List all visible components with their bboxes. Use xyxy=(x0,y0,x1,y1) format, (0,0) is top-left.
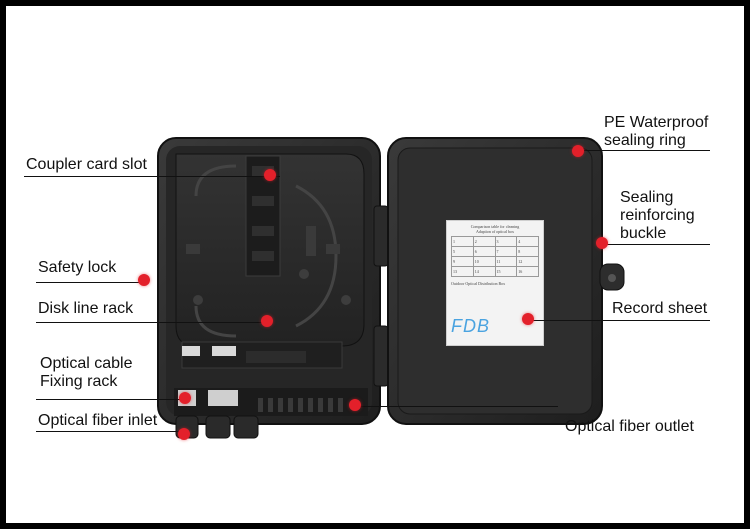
record-title-1: Comparison table for cleaning xyxy=(470,224,520,229)
label-cable-fixing-2: Fixing rack xyxy=(40,373,118,390)
label-buckle-1: Sealing xyxy=(620,189,674,206)
leader-safety-lock xyxy=(36,282,146,283)
label-pe-ring-1: PE Waterproof xyxy=(604,114,709,131)
record-logo: FDB xyxy=(451,316,490,336)
leader-disk-line xyxy=(36,322,270,323)
leader-record-sheet xyxy=(530,320,710,321)
label-cable-fixing-1: Optical cable xyxy=(40,355,133,372)
leader-fiber-inlet xyxy=(36,431,184,432)
leader-coupler xyxy=(24,176,280,177)
record-sheet-card: Comparison table for cleaning Adaption o… xyxy=(446,220,544,346)
leader-buckle xyxy=(602,244,710,245)
marker-fiber-inlet xyxy=(178,428,190,440)
label-fiber-inlet: Optical fiber inlet xyxy=(38,412,158,429)
label-safety-lock: Safety lock xyxy=(38,259,117,276)
marker-cable-fix xyxy=(179,392,191,404)
label-pe-ring-2: sealing ring xyxy=(604,132,686,149)
marker-pe-ring xyxy=(572,145,584,157)
leader-cable-fix xyxy=(36,399,186,400)
marker-disk-line xyxy=(261,315,273,327)
leader-pe-ring xyxy=(580,150,710,151)
leader-fiber-outlet xyxy=(358,406,558,407)
label-record-sheet: Record sheet xyxy=(612,300,708,317)
label-buckle-3: buckle xyxy=(620,225,667,242)
fiber-distribution-box-illustration xyxy=(157,137,625,439)
label-buckle-2: reinforcing xyxy=(620,207,695,224)
image-frame: Comparison table for cleaning Adaption o… xyxy=(6,6,744,523)
record-subtitle: Outdoor Optical Distribution Box xyxy=(451,281,506,286)
record-title-2: Adaption of optical box xyxy=(475,229,515,234)
label-disk-line-rack: Disk line rack xyxy=(38,300,134,317)
marker-safety-lock xyxy=(138,274,150,286)
label-fiber-outlet: Optical fiber outlet xyxy=(565,418,694,435)
marker-fiber-outlet xyxy=(349,399,361,411)
marker-buckle xyxy=(596,237,608,249)
label-coupler-card-slot: Coupler card slot xyxy=(26,156,147,173)
marker-coupler xyxy=(264,169,276,181)
marker-record-sheet xyxy=(522,313,534,325)
